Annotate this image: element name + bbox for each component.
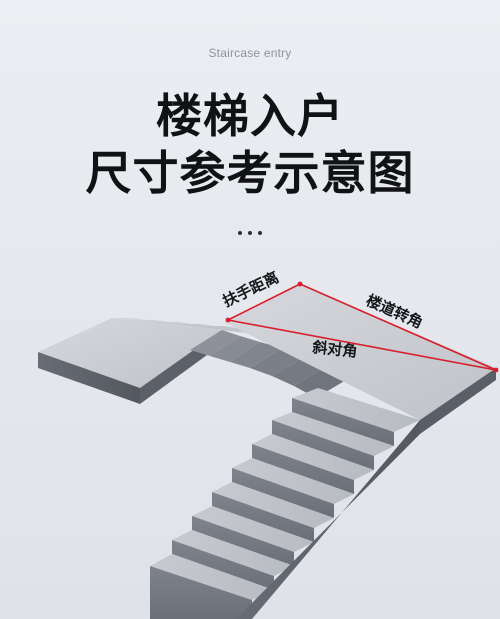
pagination-dots bbox=[238, 231, 262, 235]
left-landing-top bbox=[38, 318, 222, 388]
dot bbox=[258, 231, 262, 235]
lower-step-top bbox=[232, 458, 354, 504]
dot bbox=[248, 231, 252, 235]
handrail-distance-line bbox=[227, 283, 301, 321]
lower-step-top bbox=[252, 434, 374, 480]
lower-step-face bbox=[292, 398, 394, 446]
title-line-2: 尺寸参考示意图 bbox=[85, 146, 415, 200]
title-line-1: 楼梯入户 bbox=[156, 89, 344, 143]
lower-step-face bbox=[252, 444, 354, 494]
lower-step-face bbox=[272, 420, 374, 470]
lower-step-top bbox=[192, 506, 314, 552]
lower-step-face bbox=[150, 566, 252, 619]
lower-step-top bbox=[212, 482, 334, 528]
measure-point bbox=[225, 317, 231, 323]
left-landing bbox=[38, 318, 222, 404]
lower-step-face bbox=[192, 516, 294, 566]
diagonal-label: 斜对角 bbox=[311, 338, 359, 361]
diagonal-line bbox=[227, 319, 497, 371]
dot bbox=[238, 231, 242, 235]
measure-point bbox=[297, 281, 303, 287]
subtitle: Staircase entry bbox=[208, 46, 292, 60]
upper-riser bbox=[210, 336, 260, 362]
upper-step bbox=[128, 320, 256, 334]
lower-flight bbox=[150, 388, 420, 619]
main-landing-top bbox=[224, 284, 496, 420]
measure-point bbox=[493, 367, 499, 373]
lower-step-face bbox=[212, 492, 314, 542]
upper-step bbox=[150, 322, 276, 336]
main-landing bbox=[224, 284, 496, 434]
lower-step-top bbox=[172, 530, 294, 576]
stair-turn-line bbox=[299, 283, 497, 371]
lower-step-face bbox=[232, 468, 334, 518]
lower-step-face bbox=[172, 540, 274, 590]
upper-riser bbox=[230, 342, 282, 368]
lower-step-top bbox=[150, 554, 274, 600]
left-landing-front bbox=[38, 352, 140, 404]
upper-riser bbox=[190, 330, 240, 356]
lower-step-top bbox=[272, 412, 394, 456]
measurement-lines bbox=[225, 281, 499, 373]
main-landing-edge bbox=[420, 368, 496, 434]
lower-step-top bbox=[292, 388, 420, 432]
